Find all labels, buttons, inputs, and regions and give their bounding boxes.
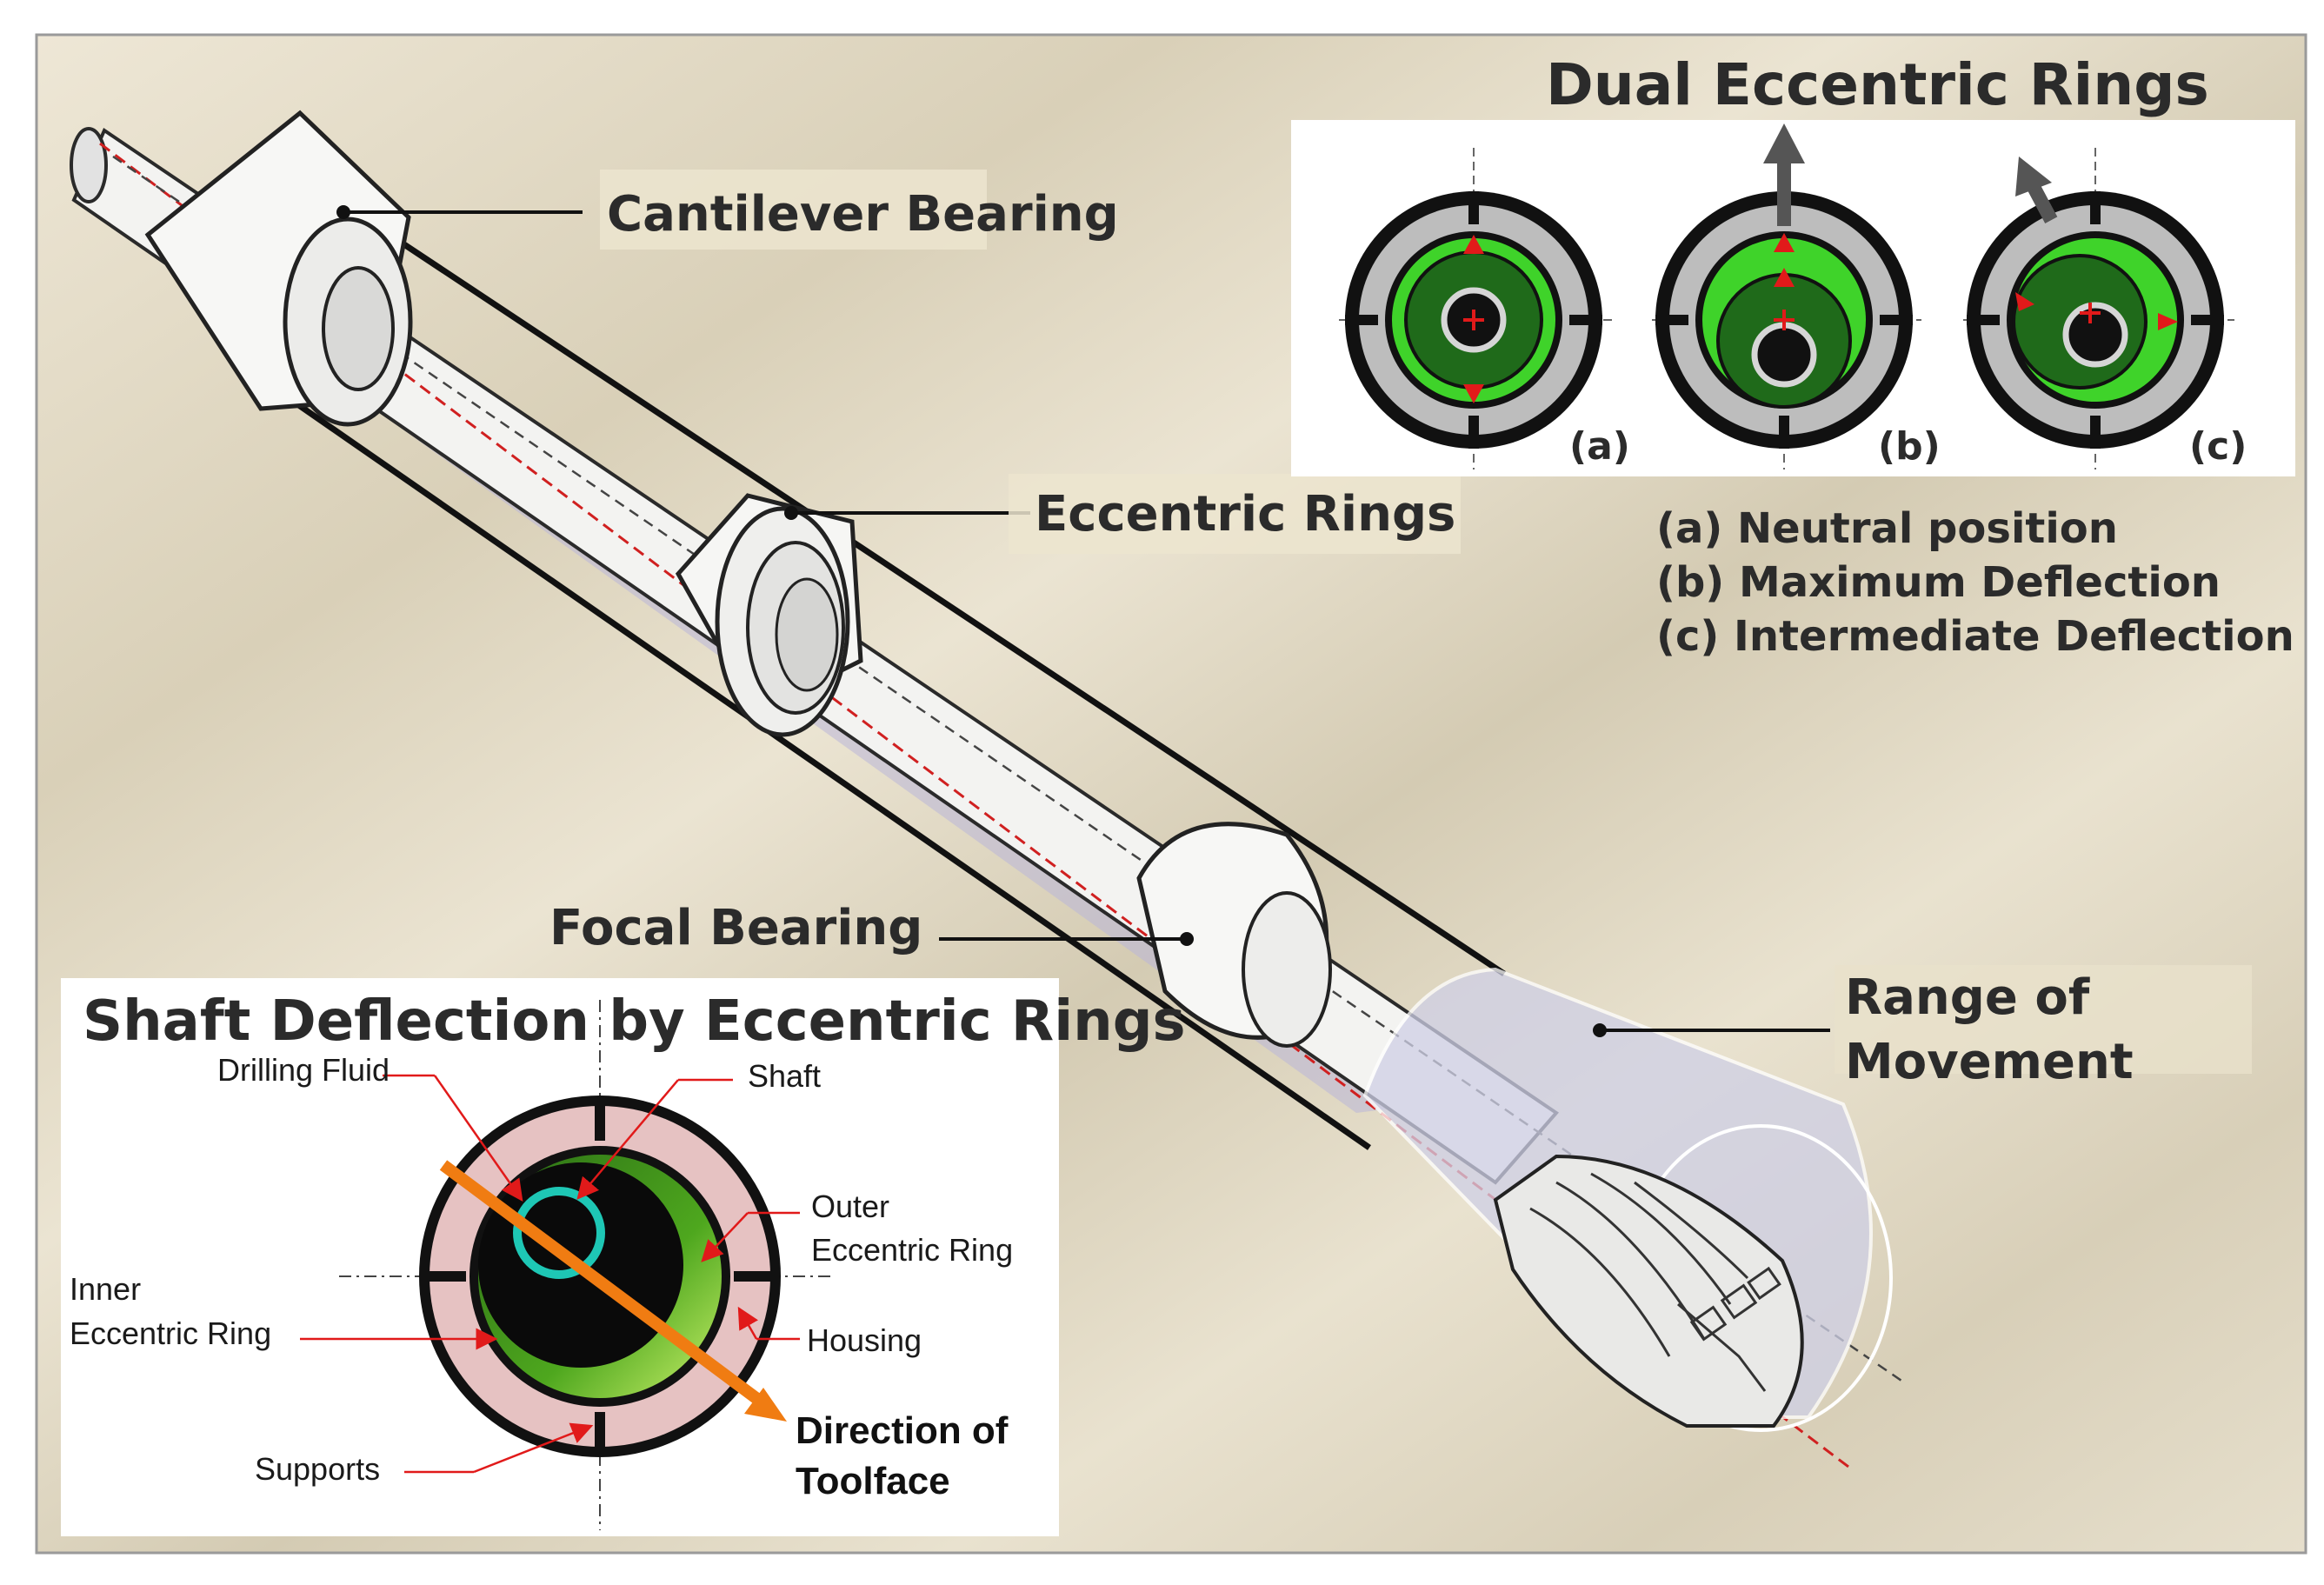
- leader-dot: [1180, 932, 1194, 946]
- dual-rings-title: Dual Eccentric Rings: [1546, 51, 2209, 118]
- label-bg: [1009, 474, 1461, 554]
- inset-leader-lines: [300, 1074, 800, 1474]
- inner-ring-label-line2: Eccentric Ring: [70, 1315, 271, 1351]
- toolface-label-line2: Toolface: [796, 1460, 950, 1502]
- main-leader-lines: [343, 210, 1830, 1032]
- ring-panel-c: [1963, 148, 2234, 470]
- leader-dot: [1593, 1023, 1607, 1037]
- range-of-movement-label-line1: Range of: [1845, 969, 2090, 1026]
- label-bg: [600, 170, 987, 250]
- outer-ring-label-line1: Outer: [811, 1189, 889, 1224]
- drilling-fluid-label: Drilling Fluid: [217, 1052, 390, 1088]
- legend-intermediate: (c) Intermediate Deflection: [1656, 612, 2294, 661]
- range-of-movement-label-line2: Movement: [1845, 1034, 2134, 1090]
- eccentric-rings-label: Eccentric Rings: [1035, 486, 1455, 543]
- focal-bearing: [1136, 822, 1332, 1048]
- toolface-label-line1: Direction of: [796, 1409, 1009, 1452]
- label-bg: [1835, 965, 2252, 1074]
- shaft-label: Shaft: [748, 1058, 821, 1094]
- panel-a-caption: (a): [1569, 424, 1630, 469]
- drill-bit: [1493, 1154, 1804, 1428]
- cantilever-bearing: [144, 110, 413, 427]
- focal-bearing-label: Focal Bearing: [549, 900, 922, 956]
- ring-panel-a: [1339, 148, 1617, 470]
- legend-neutral: (a) Neutral position: [1656, 504, 2118, 553]
- cantilever-bearing-label: Cantilever Bearing: [607, 186, 1119, 243]
- inner-ring-label-line1: Inner: [70, 1271, 141, 1307]
- housing-label: Housing: [807, 1322, 922, 1358]
- supports-label: Supports: [255, 1451, 380, 1487]
- legend-maximum: (b) Maximum Deflection: [1656, 558, 2221, 607]
- leader-dot: [784, 506, 798, 520]
- toolface-arrow: [439, 1160, 787, 1422]
- outer-ring-label-line2: Eccentric Ring: [811, 1232, 1013, 1268]
- leader-dot: [336, 205, 350, 219]
- panel-b-caption: (b): [1878, 424, 1941, 469]
- inset-title: Shaft Deflection by Eccentric Rings: [83, 989, 1186, 1054]
- eccentric-rings-assembly: [675, 493, 863, 737]
- ring-panel-b: [1652, 123, 1921, 470]
- panel-c-caption: (c): [2189, 424, 2247, 469]
- housing-outline: [290, 167, 1506, 1150]
